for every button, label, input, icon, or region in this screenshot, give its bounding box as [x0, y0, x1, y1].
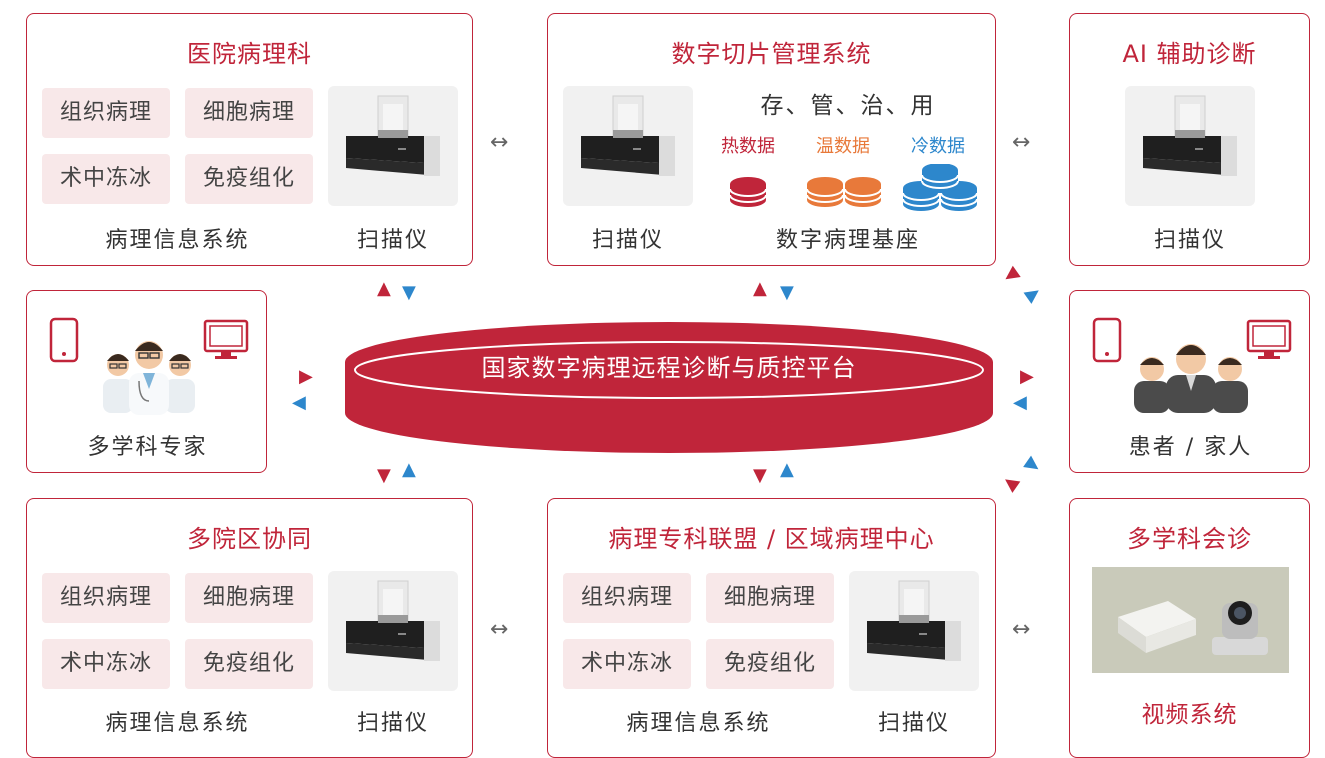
- tag-cell: 细胞病理: [185, 88, 313, 138]
- database-icon: [729, 164, 978, 212]
- double-arrow-icon: ↔: [490, 617, 509, 642]
- video-terminal-icon: [1118, 601, 1196, 653]
- tag-cell: 细胞病理: [706, 573, 834, 623]
- scanner-label: 扫描仪: [1153, 228, 1226, 253]
- warm-data-label: 温数据: [816, 136, 870, 157]
- double-arrow-icon: ↔: [490, 130, 509, 155]
- patients-icon: [1134, 344, 1248, 413]
- double-arrow-icon: ↔: [1012, 130, 1031, 155]
- tag-frozen: 术中冻冰: [42, 639, 170, 689]
- alliance-panel: 病理专科联盟 / 区域病理中心 组织病理 细胞病理 术中冻冰 免疫组化 病理信息…: [547, 498, 996, 758]
- tag-tissue: 组织病理: [42, 573, 170, 623]
- monitor-icon: [1246, 319, 1292, 359]
- triangle-arrow-icon: ▼: [377, 465, 391, 486]
- tablet-icon: [49, 317, 79, 363]
- scanner-icon: [580, 95, 676, 177]
- pis-label: 病理信息系统: [626, 711, 771, 736]
- scanner-label: 扫描仪: [356, 228, 429, 253]
- video-system-label: 视频系统: [1141, 702, 1238, 728]
- triangle-arrow-icon: ▼: [780, 282, 794, 303]
- triangle-arrow-icon: ▲: [377, 278, 391, 299]
- scanner-card: [563, 86, 693, 206]
- scanner-icon: [345, 95, 441, 177]
- triangle-arrow-icon: ▶: [299, 366, 313, 387]
- triangle-arrow-icon: ◀: [998, 262, 1023, 288]
- triangle-arrow-icon: ▼: [402, 282, 416, 303]
- tag-ihc: 免疫组化: [185, 639, 313, 689]
- tag-ihc: 免疫组化: [706, 639, 834, 689]
- digital-pathology-base-label: 数字病理基座: [775, 228, 920, 253]
- mdt-panel: 多学科会诊 视频系统: [1069, 498, 1310, 758]
- platform-title: 国家数字病理远程诊断与质控平台: [481, 354, 857, 382]
- video-equipment-image: [1092, 567, 1289, 673]
- hot-data-label: 热数据: [721, 136, 775, 157]
- experts-label: 多学科专家: [87, 435, 208, 460]
- multicampus-panel: 多院区协同 组织病理 细胞病理 术中冻冰 免疫组化 病理信息系统 扫描仪: [26, 498, 473, 758]
- scanner-card: [849, 571, 979, 691]
- dsms-panel: 数字切片管理系统 扫描仪 存、管、治、用 热数据 温数据 冷数据 数字病理基座: [547, 13, 996, 266]
- triangle-arrow-icon: ▲: [780, 459, 794, 480]
- patients-panel: 患者 / 家人: [1069, 290, 1310, 473]
- tag-ihc: 免疫组化: [185, 154, 313, 204]
- scanner-icon: [345, 580, 441, 662]
- triangle-arrow-icon: ◀: [999, 470, 1023, 496]
- platform-cylinder: [345, 322, 993, 453]
- pis-label: 病理信息系统: [105, 228, 250, 253]
- scanner-card: [1125, 86, 1255, 206]
- experts-panel: 多学科专家: [26, 290, 267, 473]
- triangle-arrow-icon: ▶: [1020, 281, 1045, 307]
- dsms-title: 数字切片管理系统: [671, 40, 872, 68]
- ptz-camera-icon: [1212, 601, 1268, 655]
- tag-frozen: 术中冻冰: [42, 154, 170, 204]
- monitor-icon: [203, 319, 249, 359]
- triangle-arrow-icon: ▶: [1020, 366, 1034, 387]
- scanner-icon: [1142, 95, 1238, 177]
- hospital-panel: 医院病理科 组织病理 细胞病理 术中冻冰 免疫组化 病理信息系统 扫描仪: [26, 13, 473, 266]
- triangle-arrow-icon: ▶: [1021, 452, 1045, 478]
- hospital-title: 医院病理科: [187, 40, 312, 68]
- triangle-arrow-icon: ▼: [753, 465, 767, 486]
- doctors-icon: [103, 341, 195, 415]
- scanner-card: [328, 571, 458, 691]
- scanner-label: 扫描仪: [877, 711, 950, 736]
- triangle-arrow-icon: ▲: [753, 278, 767, 299]
- ai-panel: AI 辅助诊断 扫描仪: [1069, 13, 1310, 266]
- scanner-card: [328, 86, 458, 206]
- scanner-label: 扫描仪: [356, 711, 429, 736]
- tag-tissue: 组织病理: [563, 573, 691, 623]
- pis-label: 病理信息系统: [105, 711, 250, 736]
- patients-label: 患者 / 家人: [1128, 435, 1253, 460]
- triangle-arrow-icon: ▲: [402, 459, 416, 480]
- alliance-title: 病理专科联盟 / 区域病理中心: [608, 525, 935, 553]
- scanner-label: 扫描仪: [591, 228, 664, 253]
- mdt-title: 多学科会诊: [1127, 525, 1252, 553]
- dsms-functions: 存、管、治、用: [760, 93, 936, 119]
- multicampus-title: 多院区协同: [187, 525, 312, 553]
- tablet-icon: [1092, 317, 1122, 363]
- ai-title: AI 辅助诊断: [1122, 40, 1257, 68]
- triangle-arrow-icon: ◀: [1013, 392, 1027, 413]
- tag-tissue: 组织病理: [42, 88, 170, 138]
- scanner-icon: [866, 580, 962, 662]
- cold-data-label: 冷数据: [911, 136, 965, 157]
- triangle-arrow-icon: ◀: [292, 392, 306, 413]
- tag-cell: 细胞病理: [185, 573, 313, 623]
- tag-frozen: 术中冻冰: [563, 639, 691, 689]
- double-arrow-icon: ↔: [1012, 617, 1031, 642]
